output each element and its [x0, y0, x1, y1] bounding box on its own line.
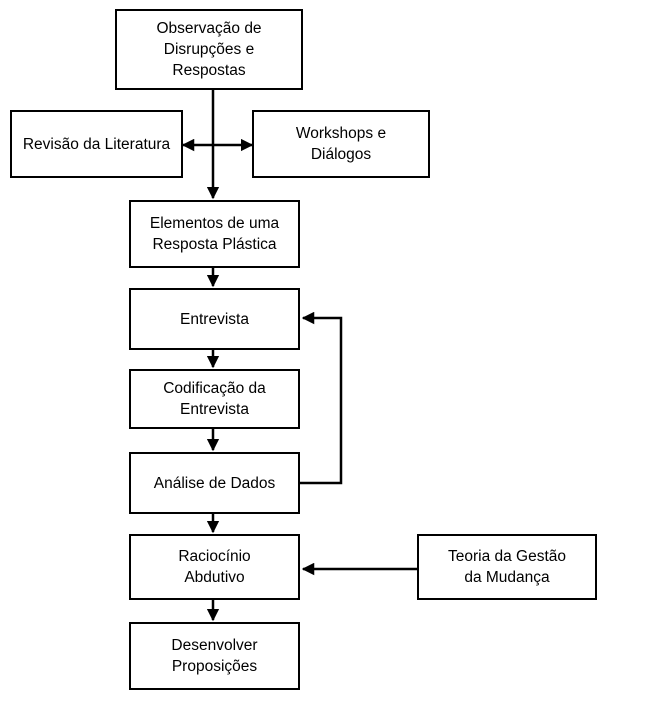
box-observacao: Observação de Disrupções e Respostas [115, 9, 303, 90]
box-desenvolver: Desenvolver Proposições [129, 622, 300, 690]
box-observacao-label: Observação de Disrupções e Respostas [156, 20, 262, 79]
box-elementos: Elementos de uma Resposta Plástica [129, 200, 300, 268]
box-workshops: Workshops e Diálogos [252, 110, 430, 178]
box-teoria-label: Teoria da Gestão da Mudança [447, 548, 567, 586]
box-revisao: Revisão da Literatura [10, 110, 183, 178]
box-raciocinio: Raciocínio Abdutivo [129, 534, 300, 600]
box-raciocinio-label: Raciocínio Abdutivo [178, 548, 251, 586]
box-analise: Análise de Dados [129, 452, 300, 514]
box-workshops-label: Workshops e Diálogos [295, 125, 387, 163]
box-teoria: Teoria da Gestão da Mudança [417, 534, 597, 600]
box-elementos-label: Elementos de uma Resposta Plástica [149, 215, 280, 253]
box-codificacao-label: Codificação da Entrevista [163, 380, 266, 418]
box-entrevista-label: Entrevista [180, 310, 249, 328]
arrow-analise-feedback-to-entrevista [300, 311, 343, 485]
box-analise-label: Análise de Dados [153, 474, 276, 492]
box-codificacao: Codificação da Entrevista [129, 369, 300, 429]
box-entrevista: Entrevista [129, 288, 300, 350]
box-desenvolver-label: Desenvolver Proposições [171, 637, 258, 675]
box-revisao-label: Revisão da Literatura [22, 135, 171, 153]
